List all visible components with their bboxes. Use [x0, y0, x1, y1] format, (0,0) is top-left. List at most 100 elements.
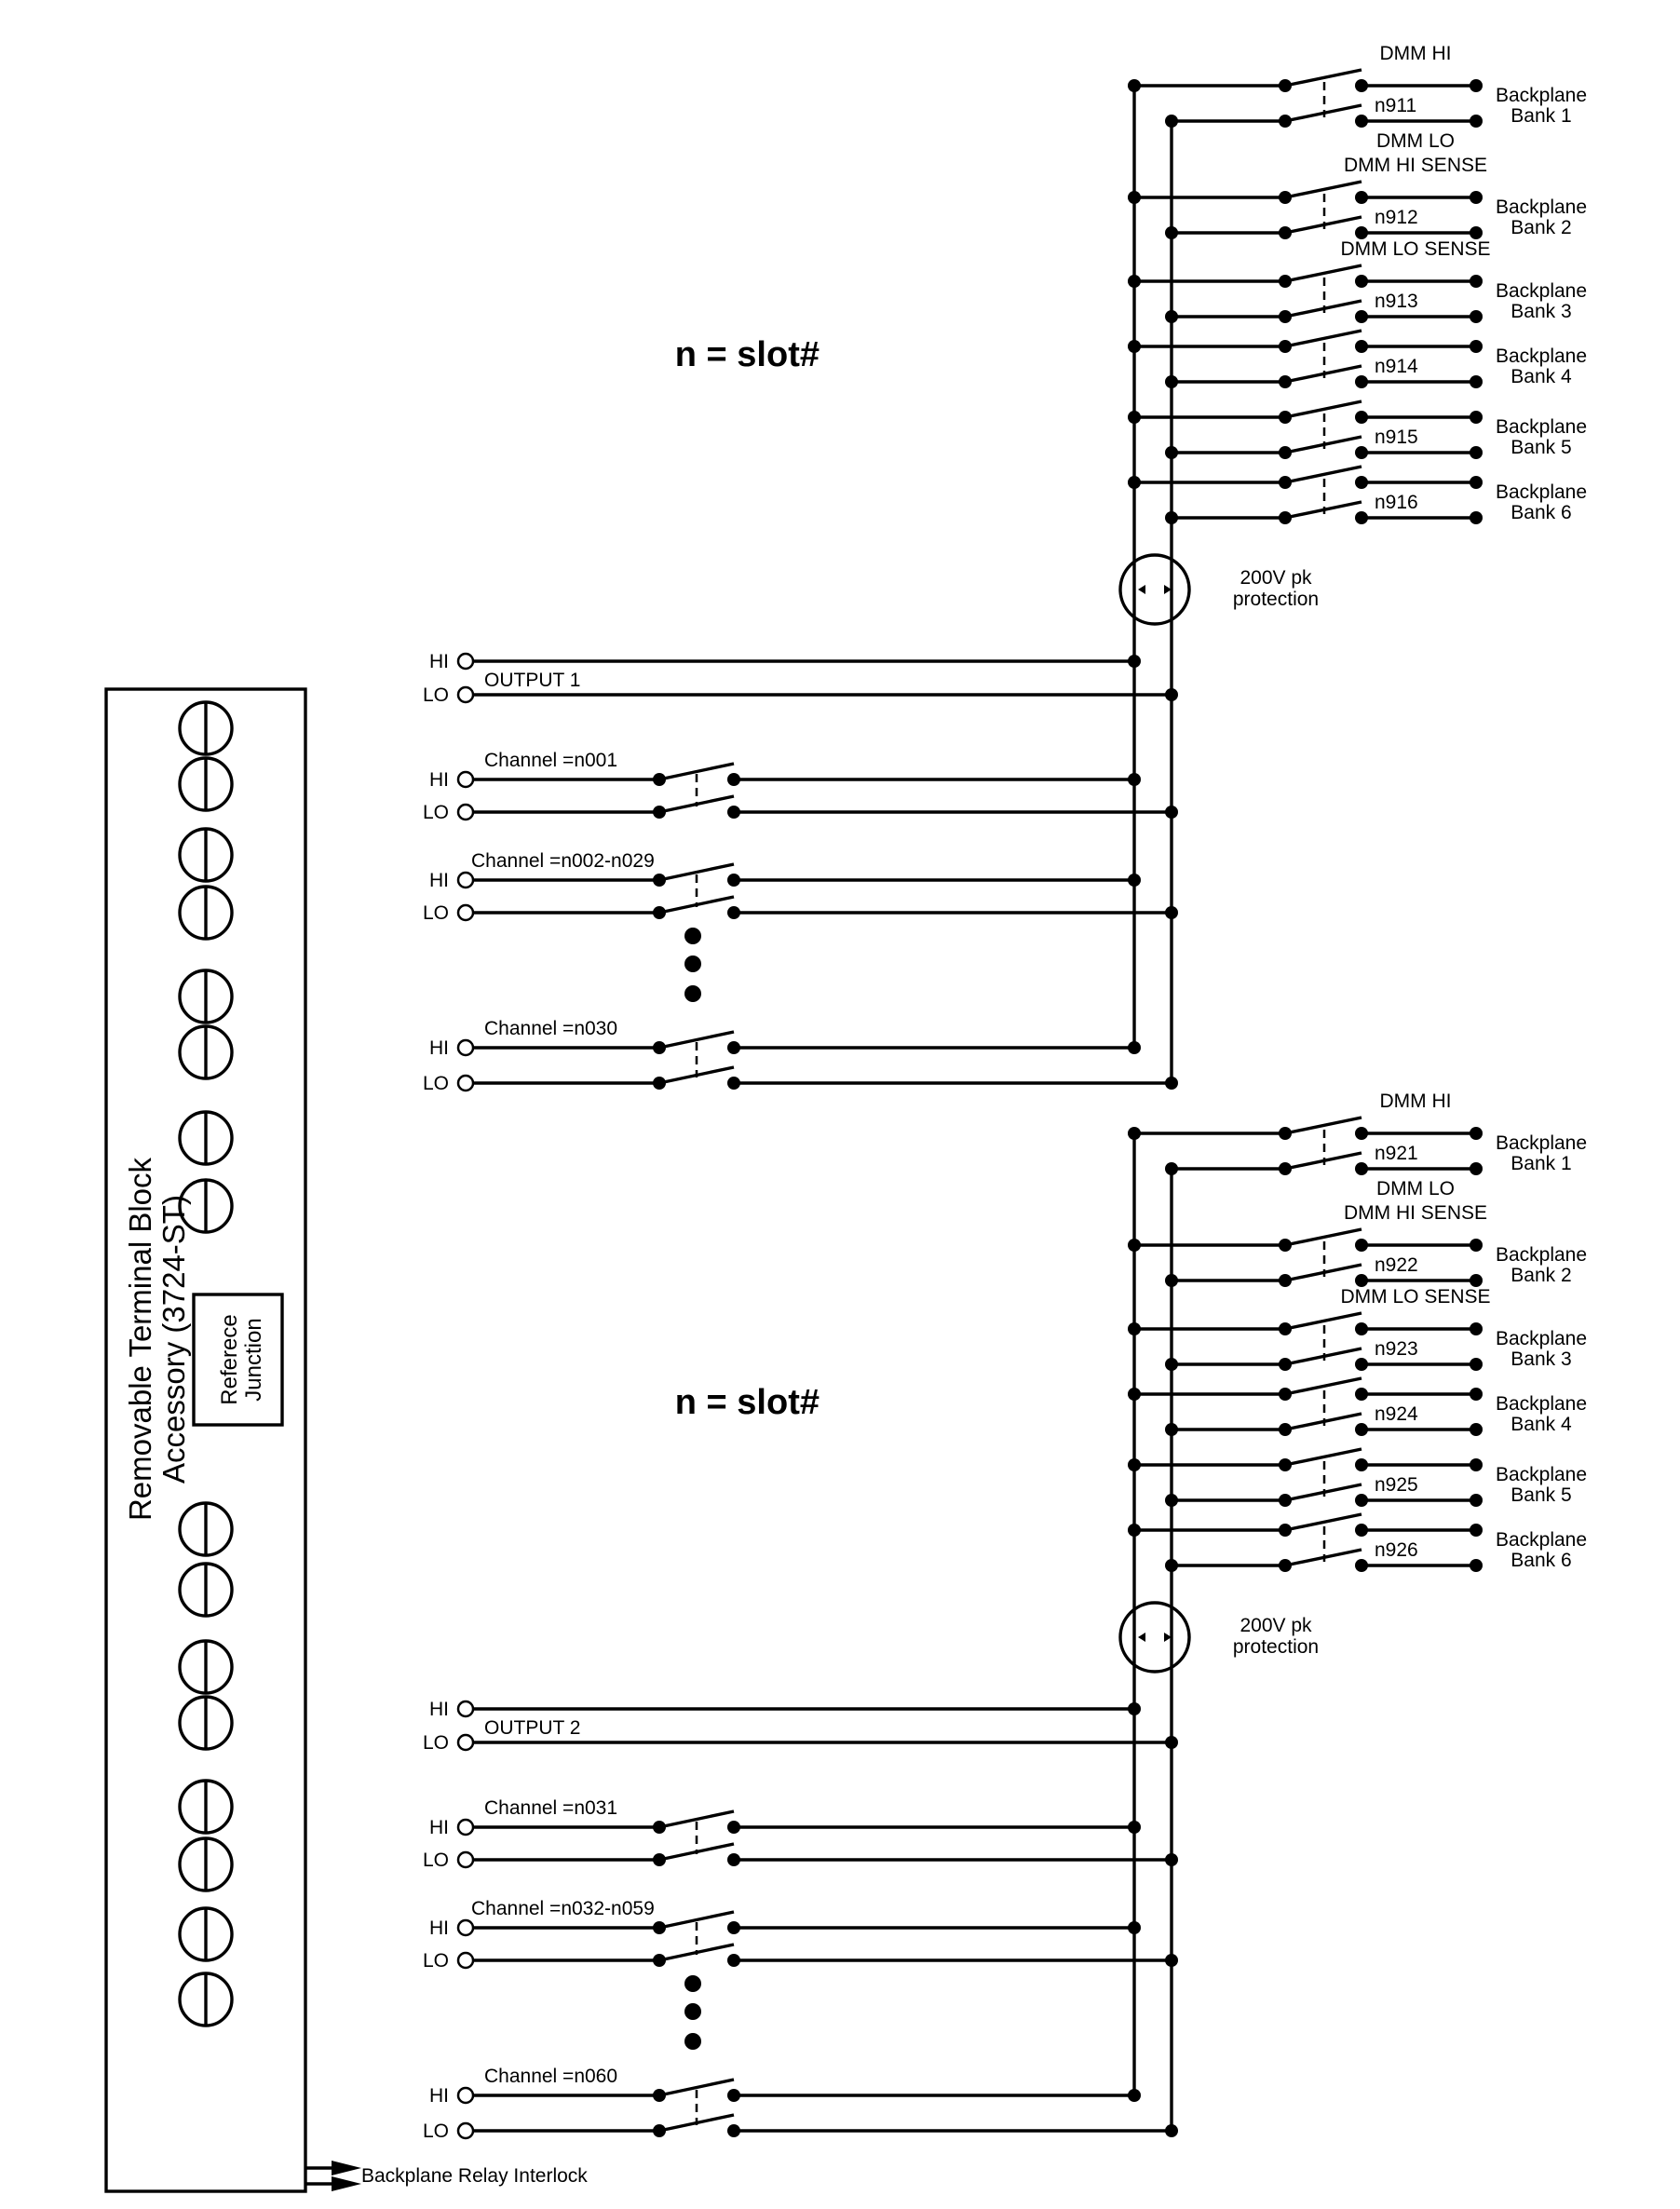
junction-dot	[1355, 1162, 1368, 1175]
junction-dot	[1470, 1239, 1483, 1252]
junction-dot	[653, 1821, 666, 1834]
relay-contact-hi	[1284, 1376, 1362, 1396]
terminal-block-outline	[104, 687, 307, 2193]
junction-dot	[727, 1921, 740, 1934]
relay-label: n915	[1375, 427, 1418, 448]
junction-dot	[653, 1954, 666, 1967]
junction-dot	[1279, 446, 1292, 459]
junction-dot	[1355, 411, 1368, 424]
signal-label-upper: DMM HI	[1380, 43, 1452, 64]
junction-dot	[1355, 446, 1368, 459]
hi-label: HI	[429, 651, 449, 672]
interlock-label: Backplane Relay Interlock	[361, 2165, 588, 2187]
channel-hi-terminal	[456, 770, 475, 789]
junction-dot	[1128, 874, 1141, 887]
junction-dot	[1128, 275, 1141, 288]
junction-dot	[1470, 191, 1483, 204]
junction-dot	[727, 2089, 740, 2102]
bank-label-line1: Backplane	[1496, 280, 1587, 302]
output-lo-terminal	[456, 685, 475, 704]
junction-dot	[1165, 1423, 1178, 1436]
relay-label: n921	[1375, 1143, 1418, 1164]
junction-dot	[1470, 1458, 1483, 1471]
channel-lo-terminal	[456, 2121, 475, 2140]
junction-dot	[1355, 226, 1368, 239]
junction-dot	[1165, 115, 1178, 128]
signal-label-upper: DMM HI SENSE	[1344, 1202, 1487, 1224]
terminal-screw	[178, 885, 234, 941]
junction-dot	[1470, 1559, 1483, 1572]
junction-dot	[1165, 375, 1178, 388]
channel-contact-hi	[658, 1910, 735, 1930]
reference-junction-line1: Referece	[217, 1314, 242, 1404]
bank-label-line2: Bank 3	[1511, 301, 1571, 322]
junction-dot	[1279, 1559, 1292, 1572]
protection-circle	[1118, 1601, 1191, 1674]
protection-arrow-right	[1164, 1633, 1172, 1642]
junction-dot	[1355, 511, 1368, 524]
junction-dot	[653, 874, 666, 887]
terminal-screw	[178, 1779, 234, 1835]
signal-label-upper: DMM HI	[1380, 1091, 1452, 1112]
junction-dot	[1279, 79, 1292, 92]
hi-label: HI	[429, 769, 449, 791]
channel-lo-terminal	[456, 1850, 475, 1869]
relay-contact-hi	[1284, 1447, 1362, 1467]
protection-label-line1: 200V pk	[1240, 567, 1312, 589]
reference-junction-box	[192, 1293, 284, 1427]
reference-junction-label: RefereceJunction	[217, 1314, 266, 1404]
relay-label: n926	[1375, 1539, 1418, 1561]
lo-label: LO	[423, 1732, 449, 1754]
junction-dot	[1355, 1239, 1368, 1252]
lo-label: LO	[423, 802, 449, 823]
junction-dot	[653, 2089, 666, 2102]
junction-dot	[1279, 1358, 1292, 1371]
signal-label-lower: DMM LO	[1376, 130, 1455, 152]
junction-dot	[727, 1821, 740, 1834]
relay-label: n916	[1375, 492, 1418, 513]
relay-label: n914	[1375, 356, 1418, 377]
junction-dot	[1355, 1322, 1368, 1335]
junction-dot	[653, 806, 666, 819]
junction-dot	[1355, 375, 1368, 388]
junction-dot	[1279, 476, 1292, 489]
channel-lo-terminal	[456, 803, 475, 821]
bank-label-line2: Bank 5	[1511, 1484, 1571, 1506]
terminal-screw	[178, 1110, 234, 1166]
junction-dot	[653, 2124, 666, 2137]
bank-label-line2: Bank 2	[1511, 217, 1571, 238]
junction-dot	[1128, 1821, 1141, 1834]
channel-label: Channel =n030	[484, 1018, 617, 1039]
bank-label-line2: Bank 4	[1511, 366, 1572, 387]
protection-circle	[1118, 553, 1191, 626]
junction-dot	[727, 773, 740, 786]
backplane-relay-interlock: Backplane Relay Interlock	[305, 2161, 588, 2191]
junction-dot	[1279, 1458, 1292, 1471]
junction-dot	[1128, 1702, 1141, 1715]
junction-dot	[1470, 476, 1483, 489]
lo-label: LO	[423, 1850, 449, 1871]
bank-label-line1: Backplane	[1496, 1529, 1587, 1551]
relay-contact-hi	[1284, 1227, 1362, 1247]
terminal-screw	[178, 1906, 234, 1962]
channel-lo-terminal	[456, 1951, 475, 1970]
junction-dot	[1355, 1358, 1368, 1371]
junction-dot	[1279, 1162, 1292, 1175]
junction-dot	[1355, 275, 1368, 288]
reference-junction-line2: Junction	[241, 1318, 266, 1401]
relay-contact-hi	[1284, 68, 1362, 88]
junction-dot	[1165, 226, 1178, 239]
junction-dot	[653, 1077, 666, 1090]
junction-dot	[1279, 340, 1292, 353]
junction-dot	[1279, 1423, 1292, 1436]
